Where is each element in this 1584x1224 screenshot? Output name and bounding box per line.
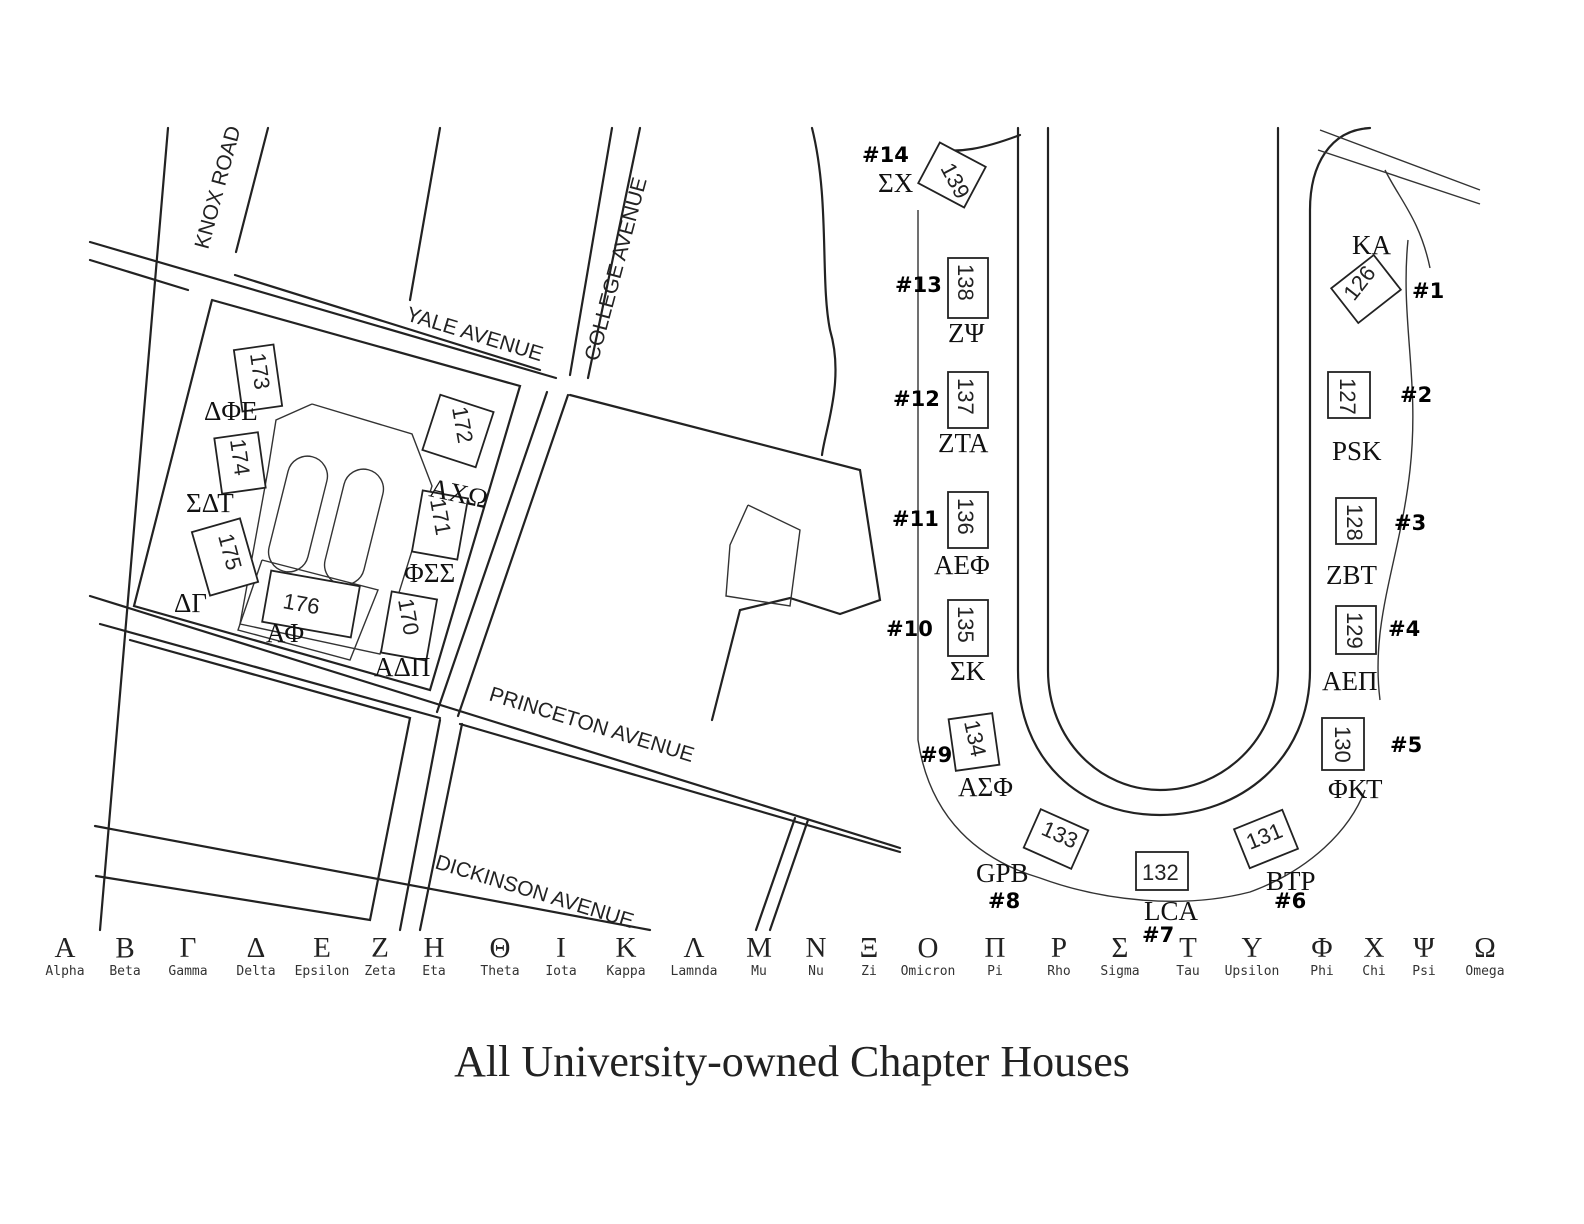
buildings	[190, 141, 1403, 891]
house-number: #5	[1390, 733, 1422, 757]
house-number: #13	[895, 273, 942, 297]
chapter-label: ΔΓ	[174, 588, 207, 618]
map-caption: All University-owned Chapter Houses	[454, 1037, 1130, 1086]
chapter-label: ΣΔΤ	[186, 488, 234, 518]
chapter-label: PSK	[1332, 436, 1382, 466]
building-number: 132	[1142, 860, 1179, 885]
building-number: 174	[225, 437, 255, 477]
street-label-princeton-avenue: PRINCETON AVENUE	[487, 683, 697, 767]
street-label-college-avenue: COLLEGE AVENUE	[581, 175, 652, 363]
building-number: 137	[953, 378, 978, 415]
chapter-label: ΑΣΦ	[958, 772, 1013, 802]
house-number: #3	[1394, 511, 1426, 535]
chapter-label: GPB	[976, 858, 1029, 888]
house-number: #7	[1142, 923, 1174, 947]
house-number: #14	[862, 143, 909, 167]
chapter-label: ΔΦΕ	[204, 396, 258, 426]
chapter-label: ΣΚ	[950, 656, 986, 686]
building-number: 127	[1335, 378, 1360, 415]
street-label-knox-road: KNOX ROAD	[191, 124, 246, 252]
chapter-label: ΖΨ	[948, 318, 984, 348]
chapter-label: ΑΕΦ	[934, 550, 990, 580]
building-number: 135	[953, 606, 978, 643]
chapter-label: ZBT	[1326, 560, 1378, 590]
chapter-labels: ΔΦΕ ΣΔΤ ΔΓ ΑΦ ΑΔΠ ΦΣΣ ΑΧΩ ΚΑ PSK ZBT ΑΕΠ…	[174, 168, 1391, 926]
house-number: #9	[920, 743, 952, 767]
house-number: #2	[1400, 383, 1432, 407]
chapter-label: BTP	[1266, 866, 1316, 896]
building-number: 138	[953, 264, 978, 301]
chapter-label: ΚΑ	[1352, 230, 1391, 260]
left-street-grid	[88, 126, 902, 932]
chapter-label: ΦΣΣ	[404, 558, 455, 588]
chapter-label: ΑΦ	[266, 618, 304, 648]
chapter-label: ΣΧ	[878, 168, 914, 198]
house-number: #11	[892, 507, 939, 531]
house-number: #12	[893, 387, 940, 411]
chapter-label: ΦΚΤ	[1328, 774, 1383, 804]
street-label-dickinson-avenue: DICKINSON AVENUE	[433, 851, 637, 933]
chapter-label: LCA	[1144, 896, 1199, 926]
building-number: 130	[1330, 726, 1355, 763]
chapter-label: ΖΤΑ	[938, 428, 989, 458]
building-number: 129	[1342, 612, 1367, 649]
building-number: 173	[245, 351, 275, 391]
house-number: #6	[1274, 889, 1306, 913]
building-number: 128	[1342, 504, 1367, 541]
house-number: #10	[886, 617, 933, 641]
house-number: #1	[1412, 279, 1444, 303]
building-numbers: 173 174 175 176 170 171 172 126 127 128 …	[213, 159, 1380, 885]
building-number: 136	[953, 498, 978, 535]
house-numbers: #1 #2 #3 #4 #5 #6 #7 #8 #9 #10 #11 #12 #…	[862, 143, 1444, 947]
house-number: #8	[988, 889, 1020, 913]
house-number: #4	[1388, 617, 1420, 641]
chapter-label: ΑΔΠ	[374, 652, 430, 682]
chapter-label: ΑΕΠ	[1322, 666, 1378, 696]
